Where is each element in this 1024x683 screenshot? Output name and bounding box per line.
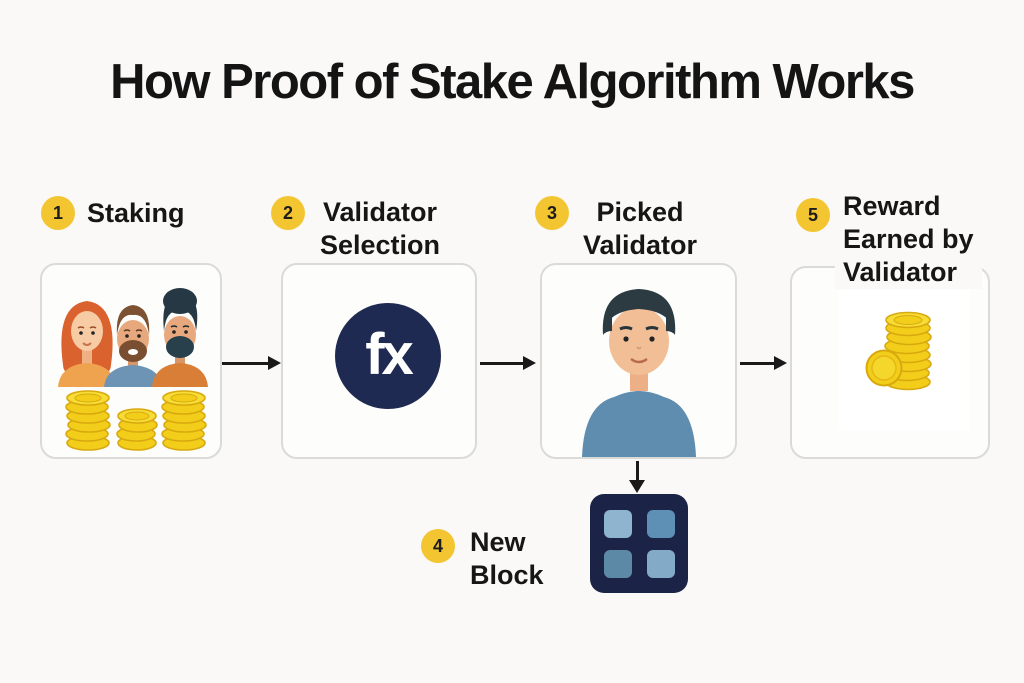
validator-selection-box: fx [281,263,477,459]
step-1-label-line: Staking [87,198,185,228]
block-cell [604,510,632,538]
arrow-right-icon [480,356,536,370]
new-block-grid-icon [590,494,688,593]
page-title: How Proof of Stake Algorithm Works [110,55,915,109]
picked-validator-box [540,263,737,459]
arrow-shaft [480,361,523,365]
step-4-label-line: Block [470,560,544,590]
step-4-label: New Block [470,526,544,592]
arrow-right-icon [740,356,787,370]
step-3-badge: 3 [535,196,569,230]
block-cell [604,550,632,578]
coin-stack-illustration [839,290,970,430]
step-1-label: Staking [87,197,185,230]
step-3-label: Picked Validator [565,196,715,262]
step-4-label-line: New [470,527,526,557]
step-2-label-line: Validator [322,197,438,227]
arrow-shaft [635,461,639,480]
arrow-head [268,356,281,370]
arrow-shaft [740,361,774,365]
step-5-label-line: Validator [843,257,958,287]
step-2-badge: 2 [271,196,305,230]
block-cell [647,550,675,578]
step-5-label: Reward Earned by Validator [835,190,982,289]
step-4-badge: 4 [421,529,455,563]
stakers-and-coins-illustration [58,288,208,451]
step-1-badge: 1 [41,196,75,230]
arrow-head [774,356,787,370]
staking-box [40,263,222,459]
arrow-down-icon [629,461,645,493]
step-5-label-line: Earned by [843,224,974,254]
step-3-label-line: Picked [596,197,684,227]
arrow-shaft [222,361,268,365]
step-3-label-line: Validator [582,230,698,260]
fx-function-icon: fx [335,303,441,409]
validator-avatar-illustration [582,289,696,457]
arrow-head [629,480,645,493]
fx-label: fx [365,321,414,387]
step-5-label-line: Reward [843,191,941,221]
arrow-right-icon [222,356,281,370]
block-cell [647,510,675,538]
step-2-label: Validator Selection [305,196,455,262]
step-2-label-line: Selection [319,230,441,260]
arrow-head [523,356,536,370]
reward-box [790,266,990,459]
step-5-badge: 5 [796,198,830,232]
